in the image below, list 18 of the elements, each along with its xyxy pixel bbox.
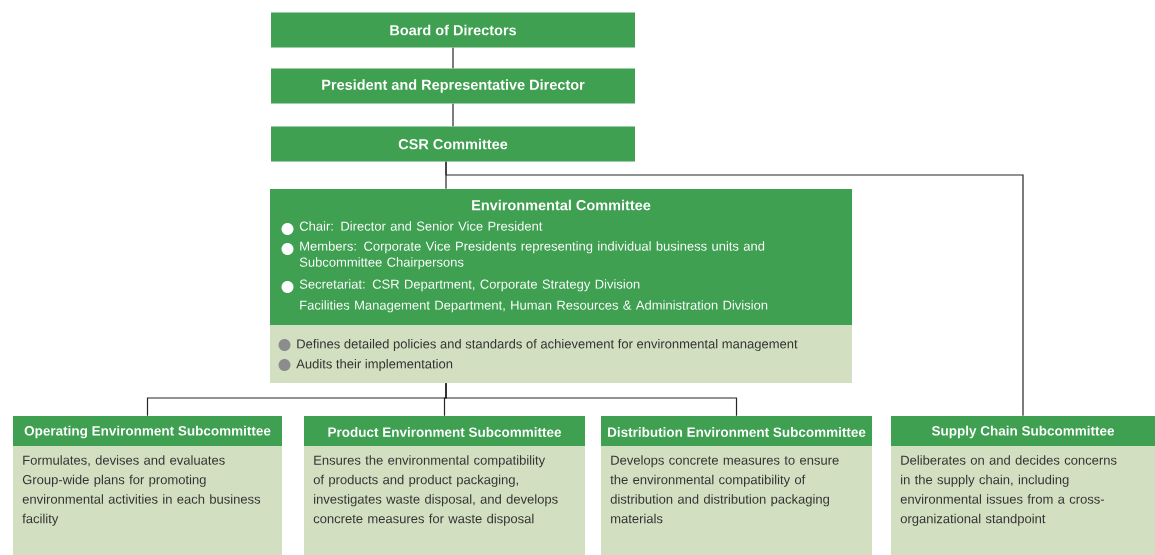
- connector-line: [452, 103, 454, 127]
- connector-line: [452, 47, 454, 69]
- subcommittee-box: Product Environment Subcommittee Ensures the environmental compatibility of products and product packaging, investigates waste disposal, and develops concrete measures for waste disposal: [304, 416, 585, 555]
- org-box: CSR Committee: [271, 126, 635, 162]
- connector-line: [445, 382, 738, 417]
- subcommittee-box: Distribution Environment Subcommittee Develops concrete measures to ensure the environmental compatibility of distribution and distribution packaging materials: [601, 416, 872, 555]
- node-label: Supply Chain Subcommittee: [931, 425, 1115, 439]
- subcommittee-box: Operating Environment Subcommittee Formulates, devises and evaluates Group-wide plans for promoting environmental activities in each business facility: [13, 416, 282, 555]
- org-box: Board of Directors: [271, 12, 635, 48]
- committee-box: Environmental Committee Chair: Director and Senior Vice President Members: Corporate Vice Presidents representing individual business units and Subcommittee Chairpersons Secretariat: CSR Department, Corporate Strategy Division Facilities Management Department, Human Resources & Administration Division Defines detailed policies and standards of achievement for environmental management Audits their implementation: [270, 189, 852, 383]
- subcommittee-box: Supply Chain Subcommittee Deliberates on and decides concerns in the supply chain, including environmental issues from a cross-organizational standpoint: [891, 416, 1155, 555]
- node-label: Distribution Environment Subcommittee: [608, 427, 866, 437]
- connector-line: [445, 161, 1024, 417]
- org-box: President and Representative Director: [271, 68, 635, 104]
- node-label: Defines detailed policies and standards of achievement for environmental management: [297, 338, 798, 352]
- node-label: Product Environment Subcommittee: [328, 427, 562, 437]
- node-label: Operating Environment Subcommittee: [24, 425, 271, 439]
- node-label: Audits their implementation: [296, 358, 453, 372]
